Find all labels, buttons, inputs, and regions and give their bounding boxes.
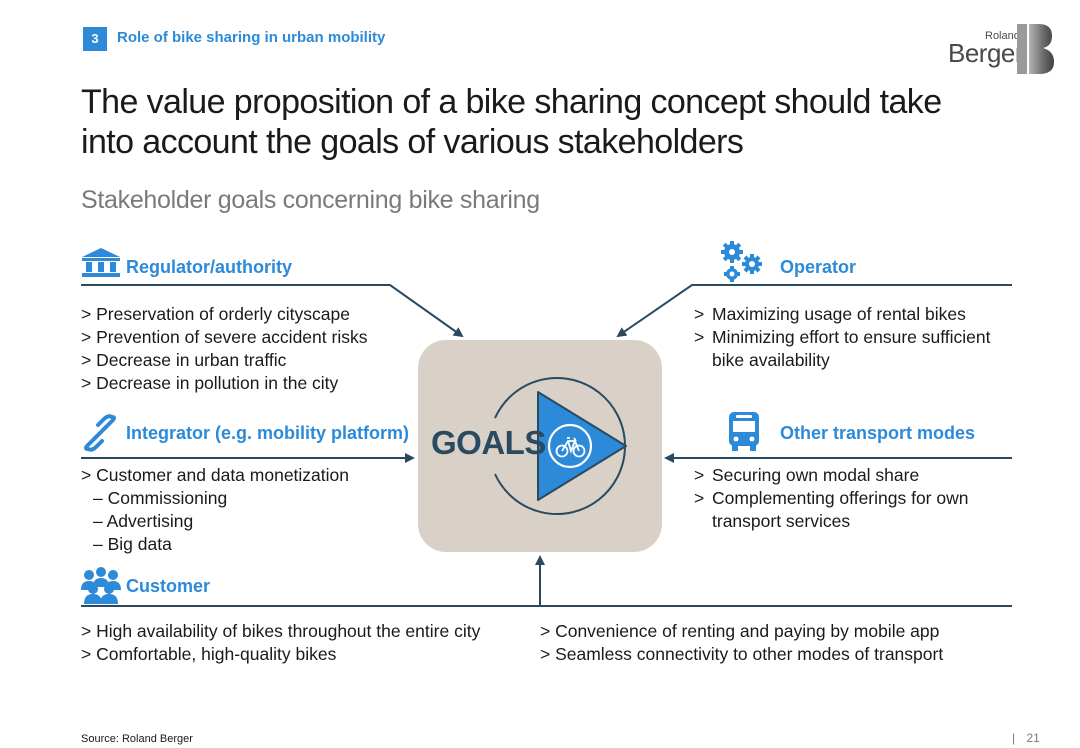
list-item: > Comfortable, high-quality bikes xyxy=(81,644,337,664)
bullet: > xyxy=(694,465,705,485)
integrator-goals-list: > Customer and data monetization – Commi… xyxy=(81,464,349,556)
source-note: Source: Roland Berger xyxy=(81,733,193,745)
page-number: | 21 xyxy=(1012,731,1040,745)
bullet: > xyxy=(694,327,705,347)
list-item: > High availability of bikes throughout … xyxy=(81,621,481,641)
logo-text-roland: Roland xyxy=(985,30,1020,42)
bicycle-icon xyxy=(555,437,586,458)
list-subitem: – Big data xyxy=(93,534,172,554)
list-item: > Decrease in pollution in the city xyxy=(81,373,339,393)
list-item: Minimizing effort to ensure sufficient xyxy=(712,327,991,347)
list-item: > Convenience of renting and paying by m… xyxy=(540,621,940,641)
transport-heading: Other transport modes xyxy=(780,423,976,443)
integrator-heading: Integrator (e.g. mobility platform) xyxy=(126,423,410,443)
building-columns-icon xyxy=(82,248,120,277)
goals-label: GOALS xyxy=(431,424,546,461)
regulator-goals-list: > Preservation of orderly cityscape > Pr… xyxy=(81,303,367,395)
goals-play-icon xyxy=(494,377,627,515)
list-item: Securing own modal share xyxy=(712,465,920,485)
section-number-badge: 3 xyxy=(83,27,107,51)
bullet: > xyxy=(694,488,705,508)
operator-goals-list: > Maximizing usage of rental bikes > Minim… xyxy=(694,303,991,372)
link-icon xyxy=(84,414,116,452)
list-item: > Preservation of orderly cityscape xyxy=(81,304,350,324)
list-item: > Customer and data monetization xyxy=(81,465,350,485)
operator-connector xyxy=(616,284,1012,338)
bullet: > xyxy=(694,304,705,324)
list-item: Maximizing usage of rental bikes xyxy=(712,304,966,324)
page-number-value: 21 xyxy=(1026,731,1040,745)
operator-heading: Operator xyxy=(780,257,857,277)
customer-heading: Customer xyxy=(126,576,211,596)
list-item-continuation: transport services xyxy=(712,511,851,531)
list-item: > Decrease in urban traffic xyxy=(81,350,287,370)
logo-text-berger: Berger xyxy=(948,38,1024,68)
list-item-continuation: bike availability xyxy=(712,350,830,370)
customer-goals-list-left: > High availability of bikes throughout … xyxy=(81,620,480,666)
section-title: Role of bike sharing in urban mobility xyxy=(117,29,386,46)
page-subtitle: Stakeholder goals concerning bike sharin… xyxy=(81,186,540,214)
list-item: > Seamless connectivity to other modes o… xyxy=(540,644,944,664)
bus-icon xyxy=(729,412,759,451)
gears-icon xyxy=(721,241,762,282)
roland-berger-logo-icon xyxy=(1017,24,1054,74)
regulator-heading: Regulator/authority xyxy=(126,257,293,277)
list-subitem: – Advertising xyxy=(93,511,194,531)
list-item: Complementing offerings for own xyxy=(712,488,969,508)
list-subitem: – Commissioning xyxy=(93,488,228,508)
customer-goals-list-right: > Convenience of renting and paying by m… xyxy=(540,620,943,666)
transport-goals-list: > Securing own modal share > Complementing… xyxy=(694,464,968,533)
list-item: > Prevention of severe accident risks xyxy=(81,327,368,347)
people-group-icon xyxy=(81,567,121,604)
regulator-connector xyxy=(81,284,464,338)
page-title: The value proposition of a bike sharing … xyxy=(81,83,942,161)
page-separator: | xyxy=(1012,731,1016,745)
